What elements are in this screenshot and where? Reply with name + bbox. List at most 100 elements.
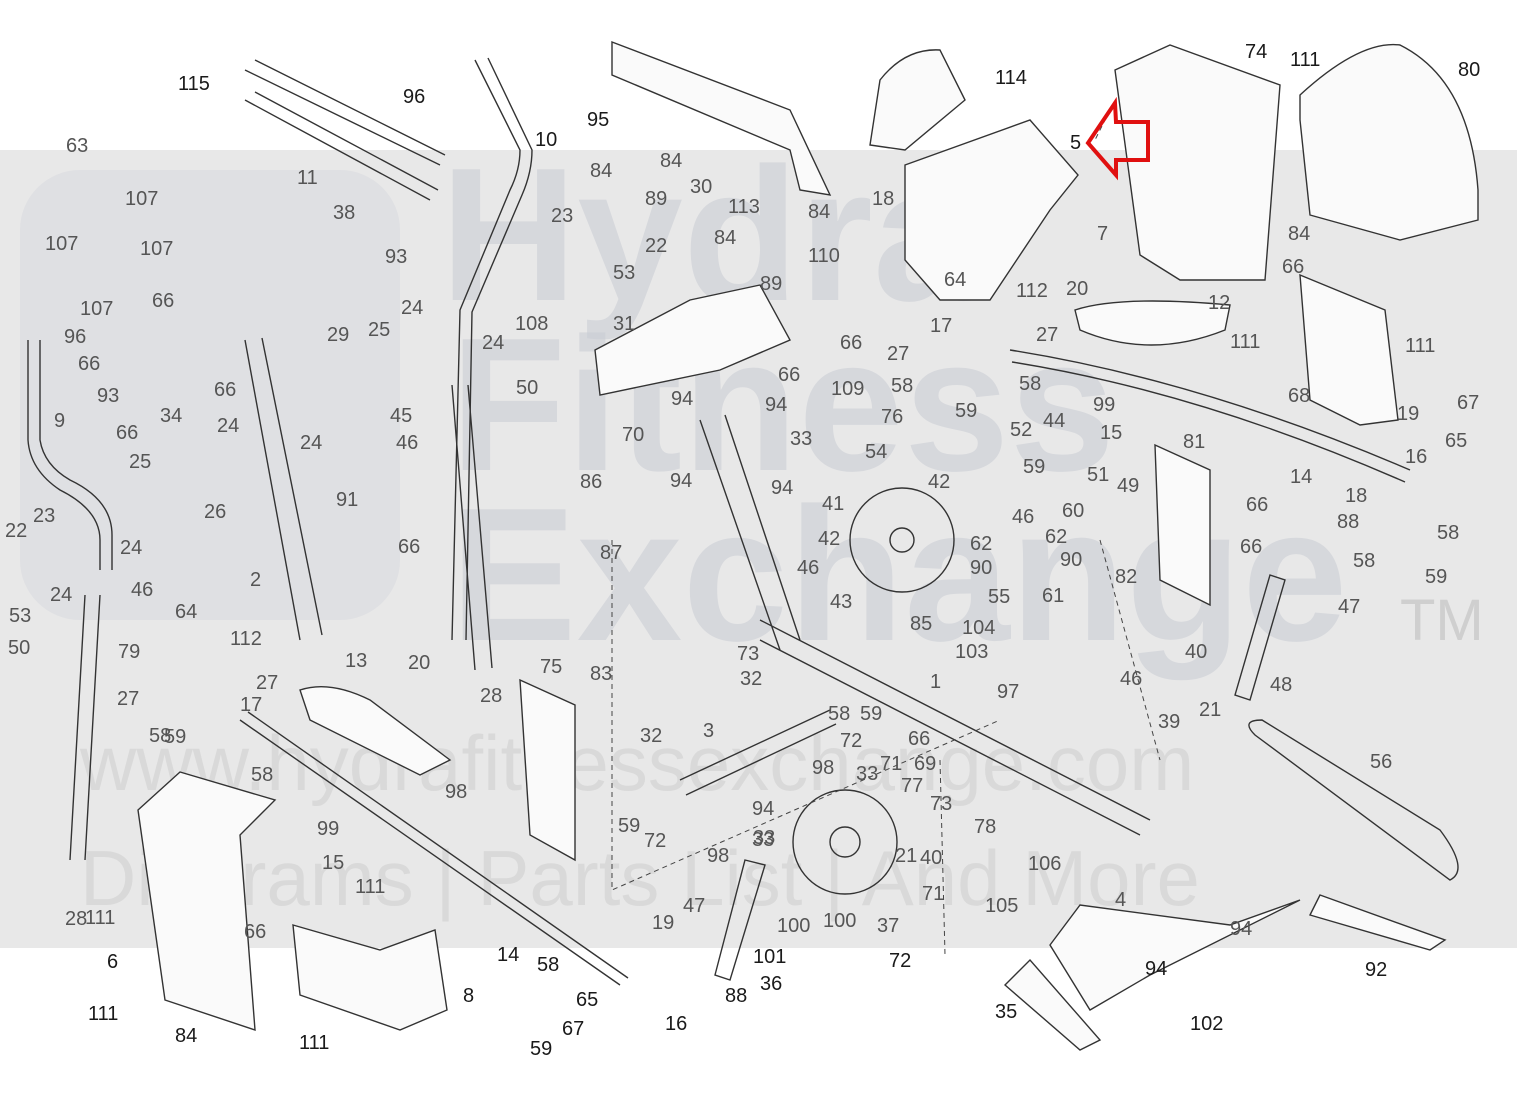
- highlight-arrow-icon: [1085, 96, 1150, 181]
- callout-part-87: 87: [600, 542, 622, 564]
- callout-part-111: 111: [299, 1032, 329, 1054]
- callout-part-4: 4: [1115, 889, 1126, 911]
- callout-part-32: 32: [640, 725, 662, 747]
- callout-part-65: 65: [1445, 430, 1467, 452]
- callout-part-38: 38: [333, 202, 355, 224]
- callout-part-66: 66: [244, 921, 266, 943]
- assembly-line: [1094, 109, 1111, 141]
- callout-part-33: 33: [753, 827, 775, 849]
- callout-part-31: 31: [613, 313, 635, 335]
- callout-part-39: 39: [1158, 711, 1180, 733]
- callout-part-33: 33: [752, 829, 774, 851]
- callout-part-51: 51: [1087, 464, 1109, 486]
- callout-part-28: 28: [480, 685, 502, 707]
- callout-part-90: 90: [970, 557, 992, 579]
- callout-part-112: 112: [1016, 280, 1048, 302]
- callout-part-100: 100: [823, 910, 856, 932]
- callout-part-70: 70: [622, 424, 644, 446]
- part-114-cover: [869, 49, 966, 151]
- callout-part-94: 94: [1145, 958, 1167, 980]
- part-6-cover: [137, 771, 277, 1031]
- part-41-hub: [889, 527, 915, 553]
- callout-part-24: 24: [482, 332, 504, 354]
- callout-part-60: 60: [1062, 500, 1084, 522]
- callout-part-55: 55: [988, 586, 1010, 608]
- callout-part-84: 84: [714, 227, 736, 249]
- callout-part-77: 77: [901, 775, 923, 797]
- assembly-line: [939, 759, 946, 956]
- callout-part-41: 41: [822, 493, 844, 515]
- callout-part-111: 111: [1405, 335, 1435, 357]
- callout-part-88: 88: [725, 985, 747, 1007]
- callout-part-24: 24: [401, 297, 423, 319]
- callout-part-66: 66: [840, 332, 862, 354]
- callout-part-25: 25: [368, 319, 390, 341]
- callout-part-58: 58: [828, 703, 850, 725]
- callout-part-50: 50: [516, 377, 538, 399]
- callout-part-11: 11: [297, 167, 318, 189]
- callout-part-76: 76: [881, 406, 903, 428]
- callout-part-98: 98: [812, 757, 834, 779]
- callout-part-65: 65: [576, 989, 598, 1011]
- callout-part-97: 97: [997, 681, 1019, 703]
- callout-part-59: 59: [1425, 566, 1447, 588]
- callout-part-44: 44: [1043, 410, 1065, 432]
- callout-part-111: 111: [88, 1003, 118, 1025]
- callout-part-111: 111: [85, 907, 115, 929]
- watermark-brand-3: Exchange: [450, 469, 1348, 681]
- callout-part-56: 56: [1370, 751, 1392, 773]
- callout-part-66: 66: [78, 353, 100, 375]
- callout-part-58: 58: [149, 725, 171, 747]
- callout-part-64: 64: [944, 269, 966, 291]
- callout-part-59: 59: [955, 400, 977, 422]
- part-92-rail: [1308, 894, 1447, 951]
- callout-part-84: 84: [1288, 223, 1310, 245]
- callout-part-66: 66: [214, 379, 236, 401]
- callout-part-49: 49: [1117, 475, 1139, 497]
- callout-part-24: 24: [120, 537, 142, 559]
- callout-part-84: 84: [590, 160, 612, 182]
- assembly-line: [611, 540, 1001, 891]
- callout-part-16: 16: [1405, 446, 1427, 468]
- callout-part-112: 112: [230, 628, 262, 650]
- callout-part-20: 20: [408, 652, 430, 674]
- callout-part-58: 58: [1019, 373, 1041, 395]
- part-81-plate: [1154, 443, 1211, 607]
- callout-part-107: 107: [140, 238, 173, 260]
- callout-part-91: 91: [336, 489, 358, 511]
- callout-part-32: 32: [740, 668, 762, 690]
- callout-part-15: 15: [1100, 422, 1122, 444]
- part-3-stabilizer: [679, 709, 837, 796]
- callout-part-72: 72: [644, 830, 666, 852]
- callout-part-25: 25: [129, 451, 151, 473]
- callout-part-62: 62: [1045, 526, 1067, 548]
- callout-part-58: 58: [251, 764, 273, 786]
- callout-part-30: 30: [690, 176, 712, 198]
- callout-part-29: 29: [327, 324, 349, 346]
- callout-part-94: 94: [1230, 918, 1252, 940]
- callout-part-109: 109: [831, 378, 864, 400]
- callout-part-66: 66: [152, 290, 174, 312]
- callout-part-53: 53: [613, 262, 635, 284]
- callout-part-72: 72: [840, 730, 862, 752]
- callout-part-93: 93: [97, 385, 119, 407]
- callout-part-107: 107: [80, 298, 113, 320]
- callout-part-107: 107: [45, 233, 78, 255]
- part-36-link: [714, 859, 766, 981]
- callout-part-100: 100: [777, 915, 810, 937]
- callout-part-113: 113: [728, 196, 760, 218]
- watermark-url: www.hydrafitnessexchange.com: [79, 719, 1194, 807]
- callout-part-66: 66: [1240, 536, 1262, 558]
- callout-part-22: 22: [645, 235, 667, 257]
- callout-part-59: 59: [530, 1038, 552, 1060]
- callout-part-71: 71: [880, 753, 902, 775]
- callout-part-84: 84: [175, 1025, 197, 1047]
- callout-part-24: 24: [300, 432, 322, 454]
- callout-part-110: 110: [808, 245, 840, 267]
- callout-part-47: 47: [683, 895, 705, 917]
- callout-part-67: 67: [1457, 392, 1479, 414]
- callout-part-106: 106: [1028, 853, 1061, 875]
- part-12-pedal: [1074, 300, 1231, 346]
- callout-part-40: 40: [1185, 641, 1207, 663]
- callout-part-89: 89: [760, 273, 782, 295]
